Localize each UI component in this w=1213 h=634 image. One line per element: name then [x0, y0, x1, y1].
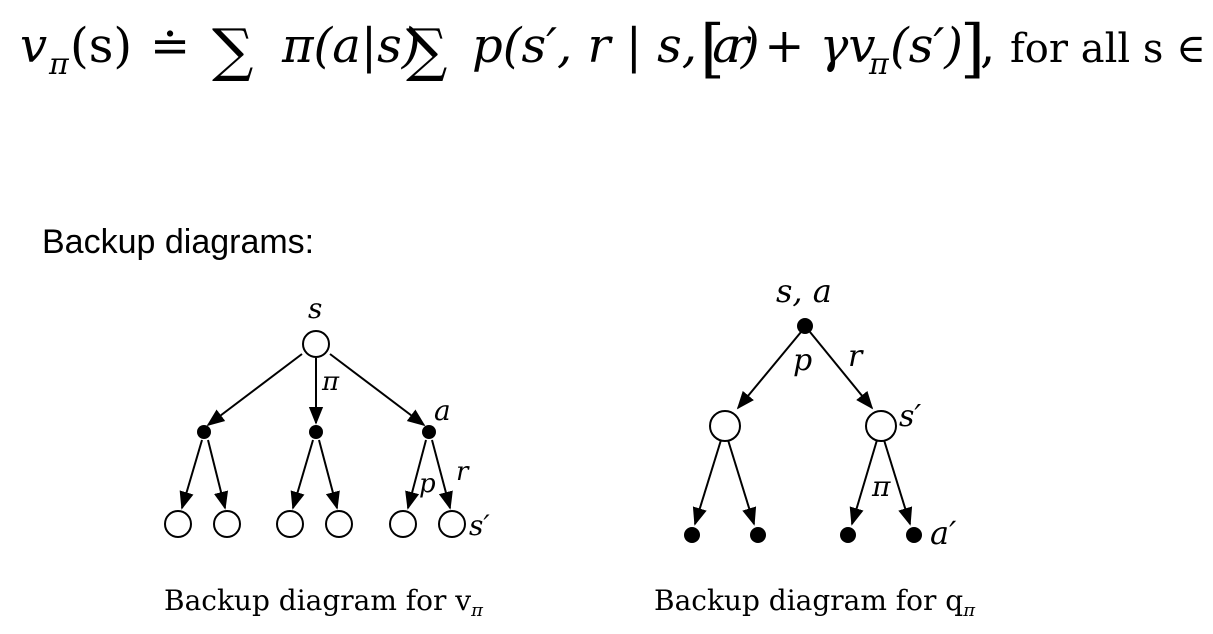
- policy-label: π: [871, 470, 891, 503]
- reward-label: r: [848, 339, 864, 374]
- next-state-node-6: [438, 510, 466, 538]
- edge-root-to-action-3: [329, 353, 426, 427]
- action-node-2: [309, 425, 323, 439]
- edge-root-to-state-left: [736, 331, 802, 410]
- equation-lhs-subscript: π: [48, 47, 70, 82]
- edge-action-3-to-state-6: [431, 439, 453, 510]
- equation-reward-term: r + γv: [726, 18, 875, 74]
- edge-action-1-to-state-2: [207, 439, 229, 510]
- edge-root-to-state-right: [809, 331, 874, 410]
- next-state-node-2: [213, 510, 241, 538]
- edge-left-state-to-action-2: [727, 439, 757, 526]
- policy-label: π: [321, 367, 340, 397]
- next-action-node-1: [684, 527, 700, 543]
- state-node-left: [709, 410, 741, 442]
- edge-action-3-to-state-5: [405, 439, 427, 510]
- next-action-node-3: [840, 527, 856, 543]
- root-state-node: [302, 330, 330, 358]
- equation-condition: for all s ∈ 𝒮: [1010, 26, 1213, 72]
- next-state-label: s′: [899, 399, 921, 434]
- caption-v: Backup diagram for vπ: [164, 584, 484, 621]
- edge-action-3-to-state-4: [318, 439, 340, 510]
- equation-sum-over-actions: ∑: [212, 16, 253, 84]
- equation-lhs-argument: (s): [70, 18, 132, 74]
- equation-bracket-open: [: [700, 12, 725, 86]
- action-label: a: [434, 394, 451, 427]
- next-action-label: a′: [930, 514, 957, 552]
- equation-bracket-close: ]: [960, 12, 985, 86]
- edge-action-2-to-state-3: [290, 439, 314, 510]
- edge-root-to-action-1: [206, 353, 303, 427]
- equation-next-state-argument: (s′): [890, 18, 963, 74]
- root-state-action-node: [797, 318, 813, 334]
- action-node-3: [422, 425, 436, 439]
- equation-lhs: v: [20, 18, 47, 74]
- backup-diagram-q: s, a p r s′ π a′ Backup diagram for qπ: [654, 272, 976, 621]
- next-state-node-3: [276, 510, 304, 538]
- edge-right-state-to-action-3: [849, 439, 878, 526]
- reward-label: r: [456, 457, 470, 487]
- equation-transition-term: p(s′, r | s, a): [472, 18, 760, 74]
- edge-right-state-to-action-4: [883, 439, 913, 526]
- equation-policy-term: π(a|s): [281, 18, 420, 74]
- next-state-node-1: [164, 510, 192, 538]
- next-state-label: s′: [469, 509, 490, 542]
- equation-comma: ,: [980, 18, 995, 74]
- root-state-action-label: s, a: [776, 272, 832, 310]
- equation-definition-symbol: ≐: [150, 18, 190, 74]
- root-state-label: s: [308, 292, 322, 325]
- next-action-node-4: [906, 527, 922, 543]
- edge-action-1-to-state-1: [179, 439, 203, 510]
- state-node-right: [865, 410, 897, 442]
- next-state-node-4: [325, 510, 353, 538]
- edge-left-state-to-action-1: [692, 439, 722, 526]
- section-heading: Backup diagrams:: [42, 223, 315, 261]
- backup-diagram-v: s π a p r s′ Backup diagram for vπ: [164, 292, 490, 621]
- bellman-equation: v π (s) ≐ ∑ π(a|s) ∑ p(s′, r | s, a) [ r…: [20, 12, 1213, 86]
- equation-sum-over-outcomes: ∑: [406, 16, 447, 84]
- action-node-1: [197, 425, 211, 439]
- next-state-node-5: [389, 510, 417, 538]
- caption-q: Backup diagram for qπ: [654, 584, 976, 621]
- probability-label: p: [793, 343, 812, 378]
- equation-reward-subscript: π: [868, 47, 890, 82]
- next-action-node-2: [750, 527, 766, 543]
- probability-label: p: [419, 469, 436, 499]
